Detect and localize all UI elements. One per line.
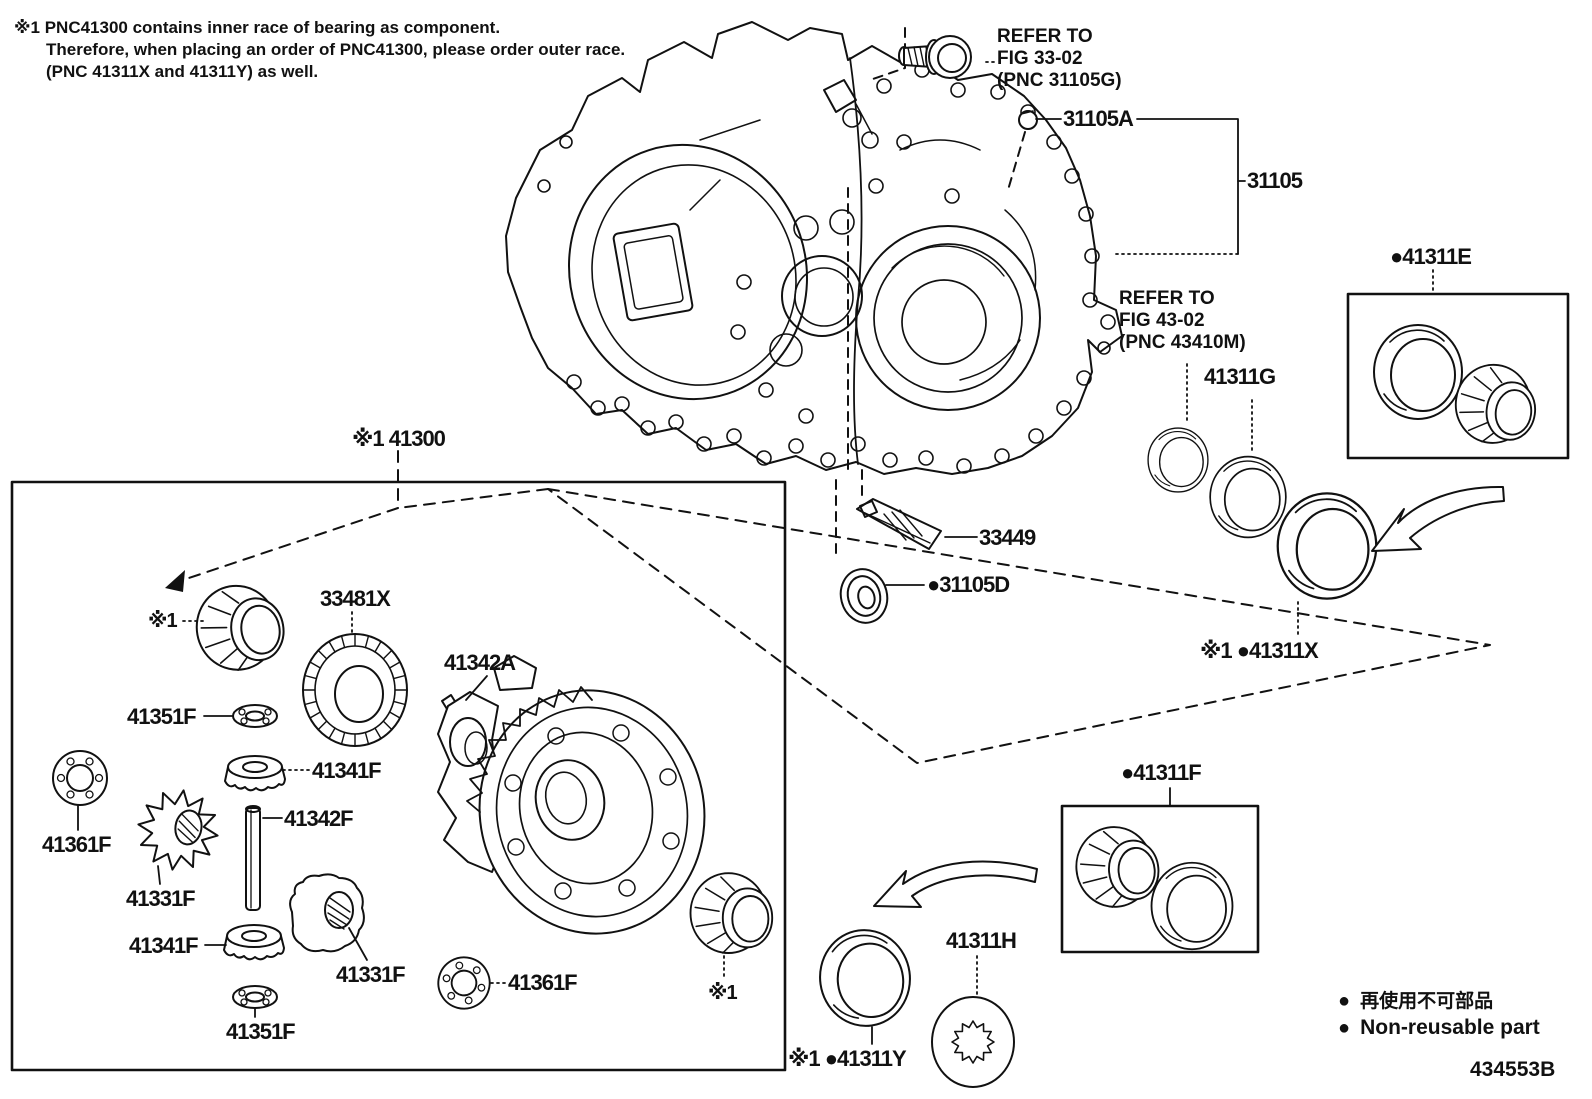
bearing-41311f-drawing bbox=[1072, 822, 1163, 911]
race-41311x-drawing bbox=[1276, 492, 1378, 600]
pnc-41311f-box bbox=[1060, 804, 1260, 954]
callout-star1-upper: ※1 bbox=[148, 610, 178, 632]
callout-41342f: 41342F bbox=[284, 806, 354, 831]
dashed-leader-lines bbox=[835, 27, 1026, 559]
pnc-41311e-box bbox=[1346, 292, 1570, 460]
refer-fig-33-02-line-2: FIG 33-02 bbox=[997, 48, 1083, 69]
callout-41361f-upper: 41361F bbox=[42, 832, 112, 857]
note-line-1: ※1 PNC41300 contains inner race of beari… bbox=[14, 18, 501, 37]
callout-31105d: ●31105D bbox=[927, 572, 1010, 597]
refer-fig-43-02-line-2: FIG 43-02 bbox=[1119, 310, 1205, 331]
callout-41331f-lower: 41331F bbox=[336, 962, 406, 987]
seal-31105d-drawing bbox=[839, 568, 889, 624]
bearing-star1-lower-drawing bbox=[689, 872, 774, 954]
gear-41341f-lower-drawing bbox=[223, 924, 285, 961]
arrow-upper-right bbox=[1371, 485, 1505, 552]
gear-41331f-lower-drawing bbox=[289, 873, 365, 953]
legend-row-en: ● Non-reusable part bbox=[1338, 1016, 1540, 1040]
flow-arrows bbox=[873, 485, 1505, 908]
washer-41361f-upper-drawing bbox=[52, 750, 108, 806]
washer-41351f-lower-drawing bbox=[232, 985, 278, 1009]
bolt-icon bbox=[898, 35, 972, 79]
refer-fig-43-02-line-1: REFER TO bbox=[1119, 288, 1215, 309]
shim-41311g-drawing bbox=[1209, 455, 1287, 539]
figure-number: 434553B bbox=[1470, 1058, 1556, 1081]
dashed-assembly-region bbox=[179, 450, 1491, 764]
non-reusable-bullet-icon: ● bbox=[1338, 990, 1351, 1012]
refer-fig-33-02-line-1: REFER TO bbox=[997, 26, 1093, 47]
shaft-41342f-drawing bbox=[245, 805, 261, 911]
refer-fig-33-02: REFER TO FIG 33-02 (PNC 31105G) bbox=[997, 26, 1122, 92]
gear-41341f-upper-drawing bbox=[224, 755, 286, 792]
output-seal-drawing bbox=[1147, 427, 1209, 493]
callout-41311f: ●41311F bbox=[1121, 760, 1202, 785]
note-line-3: (PNC 41311X and 41311Y) as well. bbox=[46, 62, 319, 81]
callout-31105: 31105 bbox=[1247, 168, 1303, 193]
legend-text-jp: 再使用不可部品 bbox=[1360, 991, 1494, 1012]
bearing-33481x-drawing bbox=[302, 633, 408, 747]
race-41311f-drawing bbox=[1150, 861, 1234, 951]
race-41311y-drawing bbox=[812, 923, 918, 1033]
callout-41311h: 41311H bbox=[946, 928, 1017, 953]
switch-33449-drawing bbox=[856, 498, 942, 550]
washer-41311h-drawing bbox=[931, 996, 1015, 1088]
callout-31105a: 31105A bbox=[1063, 106, 1134, 131]
case-bolt-holes bbox=[537, 62, 1116, 474]
washer-41351f-upper-drawing bbox=[232, 704, 278, 728]
bearing-star1-upper-drawing bbox=[189, 577, 291, 678]
refer-fig-43-02-line-3: (PNC 43410M) bbox=[1119, 332, 1246, 353]
arrow-lower-middle bbox=[873, 860, 1038, 908]
legend-row-jp: ● 再使用不可部品 bbox=[1338, 986, 1493, 1013]
callout-41361f-lower: 41361F bbox=[508, 970, 578, 995]
plug-31105a-icon bbox=[1018, 110, 1038, 130]
note-line-2: Therefore, when placing an order of PNC4… bbox=[46, 40, 626, 59]
callout-33481x: 33481X bbox=[320, 586, 391, 611]
callout-41351f-upper: 41351F bbox=[127, 704, 197, 729]
gear-41331f-upper-drawing bbox=[137, 789, 219, 871]
callout-41342a: 41342A bbox=[444, 650, 516, 675]
dashed-arrowhead bbox=[165, 570, 185, 592]
leader-lines bbox=[77, 61, 1434, 1045]
callout-41341f-lower: 41341F bbox=[129, 933, 199, 958]
callout-41311x: ※1 ●41311X bbox=[1200, 638, 1319, 663]
pnc-41300-detail-box bbox=[10, 480, 787, 1072]
refer-fig-33-02-line-3: (PNC 31105G) bbox=[997, 70, 1122, 91]
callout-star1-lower: ※1 bbox=[708, 982, 738, 1004]
legend-text-en: Non-reusable part bbox=[1360, 1016, 1540, 1039]
callout-41311y: ※1 ●41311Y bbox=[788, 1046, 907, 1071]
washer-41361f-lower-drawing bbox=[437, 956, 491, 1010]
refer-fig-43-02: REFER TO FIG 43-02 (PNC 43410M) bbox=[1119, 288, 1246, 354]
race-41311e-drawing bbox=[1373, 324, 1463, 420]
callout-41351f-lower: 41351F bbox=[226, 1019, 296, 1044]
bearing-41311e-drawing bbox=[1449, 359, 1542, 450]
callout-41341f-upper: 41341F bbox=[312, 758, 382, 783]
callout-41311e: ●41311E bbox=[1390, 244, 1472, 269]
non-reusable-bullet-icon: ● bbox=[1338, 1017, 1351, 1039]
transaxle-case-drawing bbox=[505, 21, 1123, 475]
differential-case-drawing bbox=[437, 655, 706, 935]
callout-41311g: 41311G bbox=[1204, 364, 1276, 389]
callout-41300: ※1 41300 bbox=[352, 426, 446, 451]
callout-33449: 33449 bbox=[979, 525, 1036, 550]
callout-41331f-upper: 41331F bbox=[126, 886, 196, 911]
